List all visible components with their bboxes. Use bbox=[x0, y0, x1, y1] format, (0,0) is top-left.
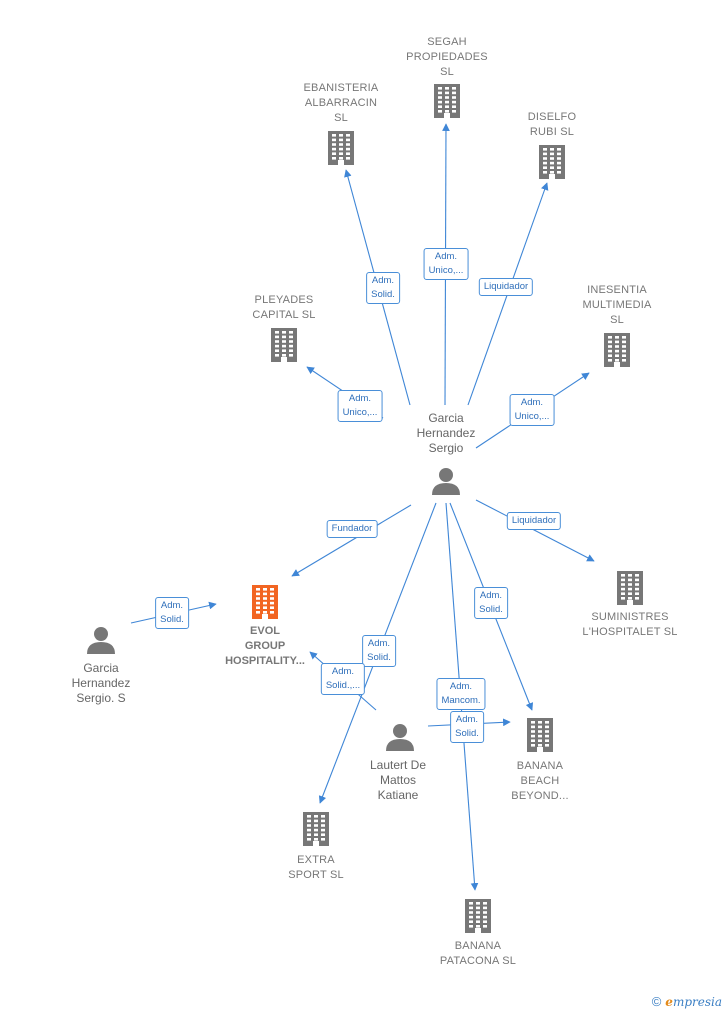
node-label-ebanisteria[interactable]: EBANISTERIA ALBARRACIN SL bbox=[303, 82, 379, 124]
node-label-extra[interactable]: EXTRA SPORT SL bbox=[288, 854, 344, 881]
edge-label: Adm. Unico,... bbox=[337, 390, 383, 422]
building-icon[interactable] bbox=[271, 328, 297, 362]
building-icon[interactable] bbox=[465, 899, 491, 933]
node-label-lautert[interactable]: Lautert De Mattos Katiane bbox=[369, 758, 427, 802]
edge-label: Adm. Unico,... bbox=[509, 394, 555, 426]
building-icon[interactable] bbox=[539, 145, 565, 179]
person-icon[interactable] bbox=[432, 468, 460, 495]
edge-label: Adm. Solid. bbox=[474, 587, 508, 619]
building-icon[interactable] bbox=[303, 812, 329, 846]
building-icon[interactable] bbox=[617, 571, 643, 605]
node-label-inesentia[interactable]: INESENTIA MULTIMEDIA SL bbox=[582, 284, 652, 326]
node-label-garcia-main[interactable]: Garcia Hernandez Sergio bbox=[416, 411, 476, 455]
node-label-pleyades[interactable]: PLEYADES CAPITAL SL bbox=[252, 294, 316, 321]
brand-first-letter: e bbox=[665, 995, 673, 1009]
person-icon[interactable] bbox=[87, 627, 115, 654]
edge-label: Adm. Solid. bbox=[366, 272, 400, 304]
edge-label: Adm. Mancom. bbox=[436, 678, 486, 710]
node-label-diselfo[interactable]: DISELFO RUBI SL bbox=[527, 111, 577, 138]
node-label-evol[interactable]: EVOL GROUP HOSPITALITY... bbox=[225, 625, 305, 667]
edge-garcia_main-to-suministres bbox=[475, 499, 595, 562]
brand-rest: mpresia bbox=[672, 995, 722, 1009]
edge-label: Liquidador bbox=[478, 278, 534, 296]
building-icon[interactable] bbox=[328, 131, 354, 165]
building-icon[interactable] bbox=[527, 718, 553, 752]
edge-label: Fundador bbox=[326, 520, 378, 538]
edge-label: Adm. Unico,... bbox=[423, 248, 469, 280]
building-icon[interactable] bbox=[434, 84, 460, 118]
node-label-garcia-s[interactable]: Garcia Hernandez Sergio. S bbox=[71, 661, 131, 705]
building-icon[interactable] bbox=[604, 333, 630, 367]
node-label-segah[interactable]: SEGAH PROPIEDADES SL bbox=[406, 36, 488, 78]
edge-label: Adm. Solid. bbox=[362, 635, 396, 667]
copyright-symbol: © bbox=[651, 994, 662, 1009]
edge-garcia_main-to-evol bbox=[291, 504, 412, 577]
building-icon[interactable] bbox=[252, 585, 278, 619]
edge-label: Adm. Solid. bbox=[450, 711, 484, 743]
person-icon[interactable] bbox=[386, 724, 414, 751]
edge-label: Liquidador bbox=[506, 512, 562, 530]
node-label-banana-beach[interactable]: BANANA BEACH BEYOND... bbox=[511, 760, 569, 802]
node-label-suministres[interactable]: SUMINISTRES L'HOSPITALET SL bbox=[582, 611, 678, 638]
edge-label: Adm. Solid. bbox=[155, 597, 189, 629]
footer-brand: ©empresia bbox=[652, 994, 722, 1009]
edge-label: Adm. Solid.,... bbox=[320, 663, 366, 695]
node-label-banana-patacona[interactable]: BANANA PATACONA SL bbox=[439, 940, 517, 967]
